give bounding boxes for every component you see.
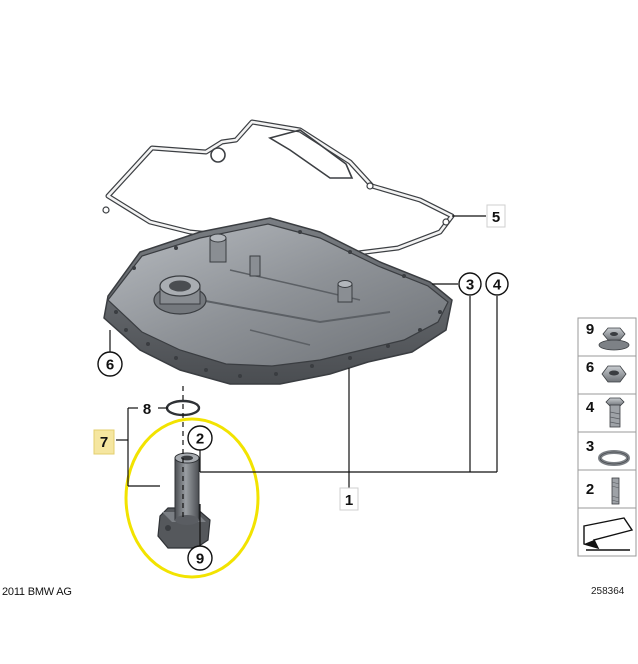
svg-text:2: 2: [196, 431, 204, 448]
parts-legend: 9 6 4: [577, 317, 637, 557]
callout-3: 3: [458, 272, 482, 296]
svg-text:3: 3: [466, 277, 474, 294]
svg-text:7: 7: [100, 434, 108, 451]
callout-6: 6: [97, 351, 123, 377]
svg-text:2: 2: [586, 481, 594, 498]
svg-text:4: 4: [493, 277, 502, 294]
stud-bolt-icon: [611, 477, 620, 505]
oil-suction-pipe: [157, 452, 211, 549]
svg-text:9: 9: [586, 321, 594, 338]
legend-row-2: 2: [586, 477, 620, 505]
direction-arrow-icon: [583, 517, 634, 551]
hex-bolt-icon: [605, 397, 625, 428]
svg-text:1: 1: [345, 492, 353, 509]
svg-text:4: 4: [586, 399, 595, 416]
callout-5: 5: [486, 204, 506, 228]
callout-2: 2: [187, 425, 213, 451]
leader-lines: [109, 215, 498, 546]
callout-1: 1: [339, 487, 359, 511]
legend-row-3: 3: [586, 438, 630, 466]
svg-text:3: 3: [586, 438, 594, 455]
hex-nut-icon: [601, 365, 627, 383]
diagram-number: 258364: [591, 586, 625, 597]
callout-7: 7: [93, 429, 115, 455]
copyright-text: 2011 BMW AG: [2, 586, 72, 598]
legend-row-6: 6: [586, 359, 627, 383]
svg-text:6: 6: [586, 359, 594, 376]
svg-text:8: 8: [143, 401, 151, 418]
washer-icon: [598, 450, 630, 466]
callout-8: 8: [138, 398, 156, 418]
legend-row-9: 9: [586, 321, 630, 351]
legend-row-4: 4: [586, 397, 625, 428]
callout-4: 4: [485, 272, 509, 296]
highlight-ring: [124, 417, 260, 579]
svg-text:6: 6: [106, 357, 114, 374]
flange-nut-icon: [598, 327, 630, 351]
svg-text:9: 9: [196, 551, 204, 568]
callout-9: 9: [187, 545, 213, 571]
svg-text:5: 5: [492, 209, 500, 226]
oil-pan: [103, 217, 453, 385]
